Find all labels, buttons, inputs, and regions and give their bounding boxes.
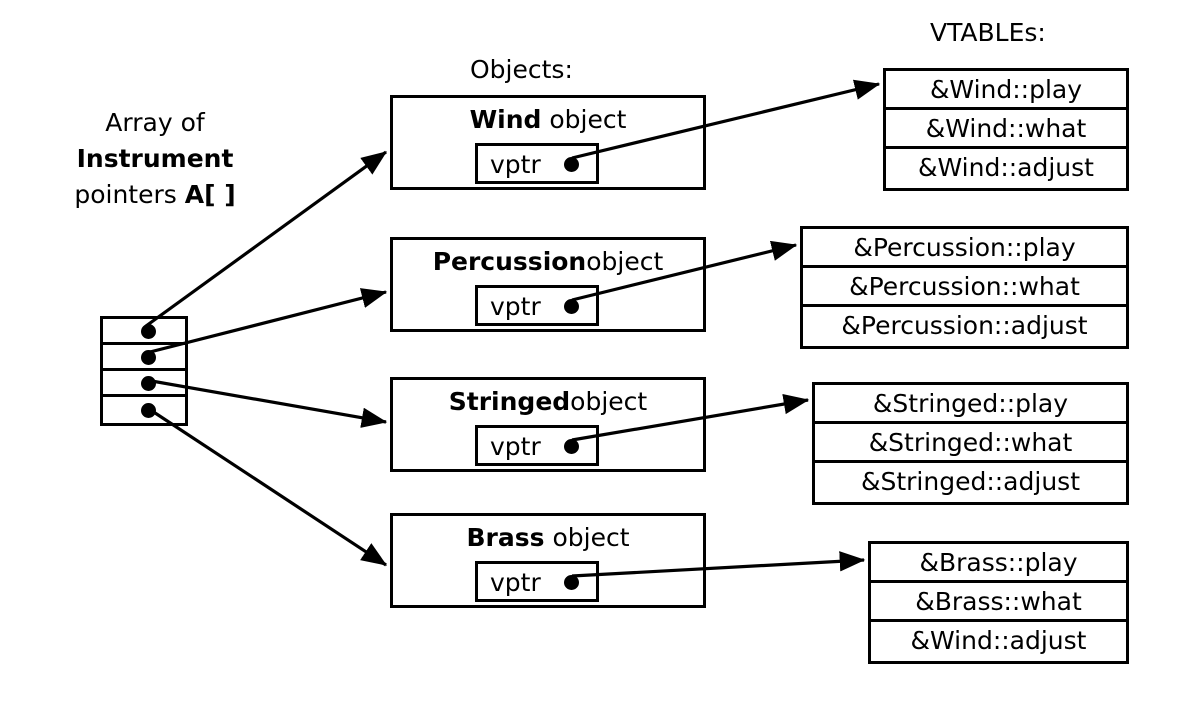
- object-word: object: [570, 387, 648, 416]
- vptr-field-wind[interactable]: vptr: [475, 143, 599, 184]
- array-description-line-2: Instrument: [76, 144, 234, 173]
- vptr-label: vptr: [490, 432, 541, 461]
- vtable-entry[interactable]: &Wind::play: [886, 71, 1126, 110]
- object-class-name: Percussion: [432, 247, 587, 276]
- array-description-line-3: pointers A[ ]: [30, 177, 280, 213]
- pointer-dot-icon: [141, 375, 156, 391]
- object-box-brass[interactable]: Brass object vptr: [390, 513, 706, 608]
- pointer-dot-icon: [141, 403, 156, 418]
- vtable-stringed[interactable]: &Stringed::play &Stringed::what &Stringe…: [812, 382, 1129, 505]
- array-cell-3[interactable]: [103, 397, 185, 423]
- objects-caption: Objects:: [470, 55, 573, 84]
- vptr-dot-icon: [564, 438, 579, 454]
- pointer-dot-icon: [141, 349, 156, 365]
- array-cell-2[interactable]: [103, 371, 185, 397]
- vptr-dot-icon: [564, 574, 579, 590]
- object-class-name: Wind: [469, 105, 542, 134]
- vptr-field-brass[interactable]: vptr: [475, 561, 599, 602]
- object-class-name: Stringed: [448, 387, 571, 416]
- vtable-brass[interactable]: &Brass::play &Brass::what &Wind::adjust: [868, 541, 1129, 664]
- vtable-entry[interactable]: &Wind::adjust: [918, 153, 1094, 182]
- vtable-wind[interactable]: &Wind::play &Wind::what &Wind::adjust: [883, 68, 1129, 191]
- vtable-entry[interactable]: &Percussion::play: [803, 229, 1126, 268]
- vtable-entry[interactable]: &Stringed::adjust: [860, 467, 1080, 496]
- array-description-label: Array of Instrument pointers A[ ]: [30, 105, 280, 213]
- object-box-wind[interactable]: Wind object vptr: [390, 95, 706, 190]
- vptr-label: vptr: [490, 150, 541, 179]
- vtable-entry[interactable]: &Wind::what: [886, 110, 1126, 149]
- object-title-stringed: Stringedobject: [393, 380, 703, 417]
- array-cell-0[interactable]: [103, 319, 185, 345]
- pointer-dot-icon: [141, 323, 156, 339]
- object-title-percussion: Percussionobject: [393, 240, 703, 277]
- vptr-label: vptr: [490, 568, 541, 597]
- array-cell-1[interactable]: [103, 345, 185, 371]
- object-word: object: [552, 523, 630, 552]
- object-box-stringed[interactable]: Stringedobject vptr: [390, 377, 706, 472]
- vtable-entry[interactable]: &Stringed::play: [815, 385, 1126, 424]
- vptr-field-percussion[interactable]: vptr: [475, 285, 599, 326]
- vtables-caption: VTABLEs:: [930, 18, 1046, 47]
- object-word: object: [549, 105, 627, 134]
- array-description-pointers-word: pointers: [74, 180, 185, 209]
- vptr-dot-icon: [564, 298, 579, 314]
- instrument-pointer-array[interactable]: [100, 316, 188, 426]
- vtable-entry[interactable]: &Percussion::what: [803, 268, 1126, 307]
- object-word: object: [586, 247, 664, 276]
- vptr-field-stringed[interactable]: vptr: [475, 425, 599, 466]
- vtable-percussion[interactable]: &Percussion::play &Percussion::what &Per…: [800, 226, 1129, 349]
- vtable-entry[interactable]: &Percussion::adjust: [841, 311, 1088, 340]
- array-description-line-1: Array of: [105, 108, 205, 137]
- vtable-entry[interactable]: &Wind::adjust: [910, 626, 1087, 655]
- object-class-name: Brass: [466, 523, 545, 552]
- arrow-array3-to-brass: [145, 405, 388, 567]
- vptr-label: vptr: [490, 292, 541, 321]
- object-title-wind: Wind object: [393, 98, 703, 135]
- vtable-entry[interactable]: &Brass::what: [871, 583, 1126, 622]
- vtable-entry[interactable]: &Brass::play: [871, 544, 1126, 583]
- vtable-entry[interactable]: &Stringed::what: [815, 424, 1126, 463]
- vptr-dot-icon: [564, 156, 579, 172]
- array-description-identifier: A[ ]: [184, 180, 236, 209]
- object-title-brass: Brass object: [393, 516, 703, 553]
- object-box-percussion[interactable]: Percussionobject vptr: [390, 237, 706, 332]
